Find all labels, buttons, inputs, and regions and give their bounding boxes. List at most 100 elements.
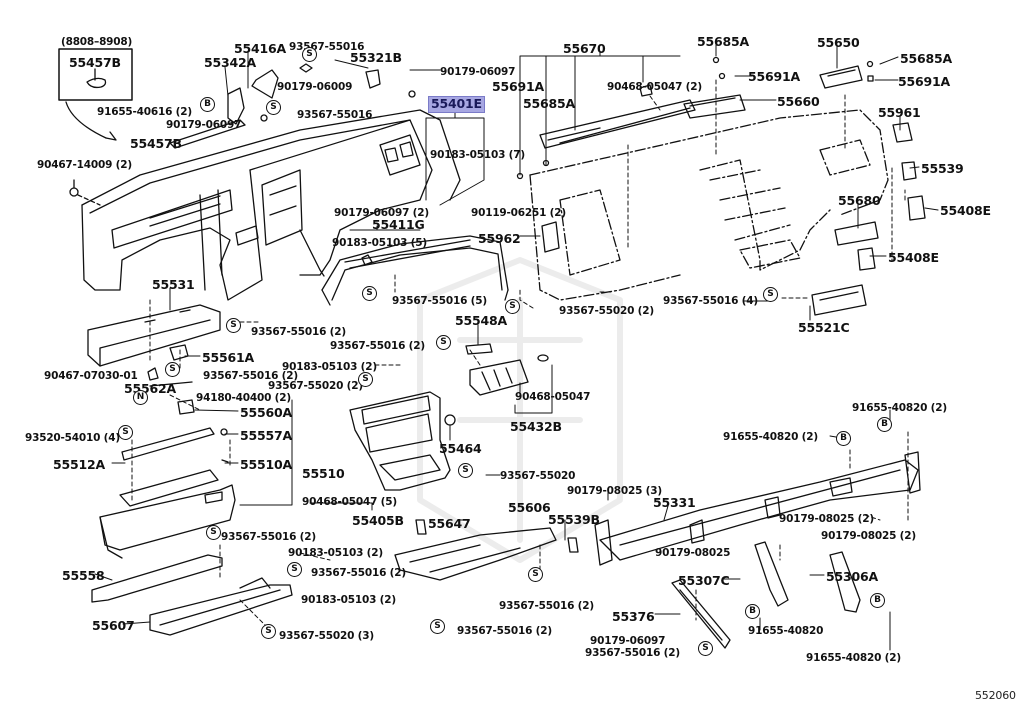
fastener-s-icon: S — [458, 463, 473, 478]
part-label-55521C[interactable]: 55521C — [798, 320, 850, 335]
part-label-55650[interactable]: 55650 — [817, 35, 860, 50]
fastener-s-icon: S — [206, 525, 221, 540]
part-label-93567-55016-h[interactable]: 93567-55016 (2) — [499, 600, 594, 612]
part-label-91655-40820-d[interactable]: 91655-40820 (2) — [806, 652, 901, 664]
part-label-90179-06097-a[interactable]: 90179-06097 — [166, 119, 242, 131]
part-label-93567-55016-e[interactable]: 93567-55016 (2) — [203, 370, 298, 382]
fastener-b-icon: B — [745, 604, 760, 619]
part-label-93567-55020-a[interactable]: 93567-55020 (2) — [559, 305, 654, 317]
upper-left-brackets — [69, 63, 416, 206]
part-label-55606[interactable]: 55606 — [508, 500, 551, 515]
part-label-91655-40616[interactable]: 91655-40616 (2) — [97, 106, 192, 118]
date-range-part-label[interactable]: 55457B — [69, 55, 121, 70]
dashboard-right-body — [529, 109, 889, 301]
part-label-91655-40820-c[interactable]: 91655-40820 — [748, 625, 824, 637]
part-label-93567-55016-i[interactable]: 93567-55016 (2) — [457, 625, 552, 637]
part-label-90183-05103-7[interactable]: 90183-05103 (7) — [430, 149, 525, 161]
part-label-93520-54010[interactable]: 93520-54010 (4) — [25, 432, 120, 444]
part-label-90468-05047-2[interactable]: 90468-05047 (2) — [607, 81, 702, 93]
part-label-93567-55016-f[interactable]: 93567-55016 (2) — [221, 531, 316, 543]
fastener-b-icon: B — [836, 431, 851, 446]
part-label-55691A-b[interactable]: 55691A — [748, 69, 800, 84]
part-label-90179-08025[interactable]: 90179-08025 — [655, 547, 731, 559]
part-label-90179-06097-b[interactable]: 90179-06097 — [440, 66, 516, 78]
part-label-93567-55016-4[interactable]: 93567-55016 (4) — [663, 295, 758, 307]
part-label-55557A[interactable]: 55557A — [240, 428, 292, 443]
part-label-55560A[interactable]: 55560A — [240, 405, 292, 420]
date-range-label: (8808–8908) — [61, 36, 133, 48]
part-label-55408E-b[interactable]: 55408E — [888, 250, 939, 265]
part-label-55558[interactable]: 55558 — [62, 568, 105, 583]
part-label-55416A[interactable]: 55416A — [234, 41, 286, 56]
part-label-90183-05103-2c[interactable]: 90183-05103 (2) — [301, 594, 396, 606]
part-label-55647[interactable]: 55647 — [428, 516, 471, 531]
part-label-90119-06251[interactable]: 90119-06251 (2) — [471, 207, 566, 219]
part-label-93567-55016-5[interactable]: 93567-55016 (5) — [392, 295, 487, 307]
part-label-55539[interactable]: 55539 — [921, 161, 964, 176]
part-label-90179-08025-3[interactable]: 90179-08025 (3) — [567, 485, 662, 497]
center-bezel-55405B — [349, 391, 456, 491]
part-label-55331[interactable]: 55331 — [653, 495, 696, 510]
part-label-91655-40820-b[interactable]: 91655-40820 (2) — [723, 431, 818, 443]
part-label-90183-05103-2a[interactable]: 90183-05103 (2) — [282, 361, 377, 373]
part-label-55562A[interactable]: 55562A — [124, 381, 176, 396]
glove-box-55510 — [99, 381, 236, 559]
part-label-55512A[interactable]: 55512A — [53, 457, 105, 472]
console-switch-panel — [465, 343, 549, 396]
part-label-90179-06009[interactable]: 90179-06009 — [277, 81, 353, 93]
connector-dashes — [131, 79, 909, 631]
part-label-55561A[interactable]: 55561A — [202, 350, 254, 365]
part-label-93567-55020-b[interactable]: 93567-55020 — [500, 470, 576, 482]
part-label-55962[interactable]: 55962 — [478, 231, 521, 246]
part-label-90179-06097-2[interactable]: 90179-06097 (2) — [334, 207, 429, 219]
part-label-55457B-main[interactable]: 55457B — [130, 136, 182, 151]
part-label-55685A-b[interactable]: 55685A — [697, 34, 749, 49]
part-label-55321B[interactable]: 55321B — [350, 50, 402, 65]
part-label-55376[interactable]: 55376 — [612, 609, 655, 624]
part-label-55510A[interactable]: 55510A — [240, 457, 292, 472]
part-label-93567-55020-2[interactable]: 93567-55020 (2) — [268, 380, 363, 392]
part-label-55685A-a[interactable]: 55685A — [523, 96, 575, 111]
part-label-90468-05047-5[interactable]: 90468-05047 (5) — [302, 496, 397, 508]
part-label-55691A-a[interactable]: 55691A — [492, 79, 544, 94]
part-label-55548A[interactable]: 55548A — [455, 313, 507, 328]
part-label-55680[interactable]: 55680 — [838, 193, 881, 208]
part-label-55306A[interactable]: 55306A — [826, 569, 878, 584]
part-label-55691A-c[interactable]: 55691A — [898, 74, 950, 89]
part-label-94180-40400[interactable]: 94180-40400 (2) — [196, 392, 291, 404]
part-label-55531[interactable]: 55531 — [152, 277, 195, 292]
part-label-55342A[interactable]: 55342A — [204, 55, 256, 70]
part-label-55307C[interactable]: 55307C — [678, 573, 730, 588]
part-label-55401E[interactable]: 55401E — [428, 96, 485, 113]
part-label-55408E-a[interactable]: 55408E — [940, 203, 991, 218]
diagram-reference-code: 552060 — [975, 689, 1016, 702]
support-brackets — [671, 541, 861, 649]
part-label-90179-08025-2a[interactable]: 90179-08025 (2) — [779, 513, 874, 525]
part-label-93567-55016-d[interactable]: 93567-55016 (2) — [330, 340, 425, 352]
part-label-55961[interactable]: 55961 — [878, 105, 921, 120]
part-label-93567-55016-b[interactable]: 93567-55016 — [297, 109, 373, 121]
part-label-93567-55016-g[interactable]: 93567-55016 (2) — [311, 567, 406, 579]
part-label-93567-55020-3[interactable]: 93567-55020 (3) — [279, 630, 374, 642]
part-label-91655-40820-a[interactable]: 91655-40820 (2) — [852, 402, 947, 414]
part-label-55607[interactable]: 55607 — [92, 618, 135, 633]
part-label-55670[interactable]: 55670 — [563, 41, 606, 56]
part-label-55685A-c[interactable]: 55685A — [900, 51, 952, 66]
part-label-55464[interactable]: 55464 — [439, 441, 482, 456]
part-label-93567-55016-c[interactable]: 93567-55016 (2) — [251, 326, 346, 338]
part-label-93567-55016-a[interactable]: 93567-55016 — [289, 41, 365, 53]
part-label-90467-14009[interactable]: 90467-14009 (2) — [37, 159, 132, 171]
part-label-55411G[interactable]: 55411G — [372, 217, 425, 232]
part-label-90183-05103-2b[interactable]: 90183-05103 (2) — [288, 547, 383, 559]
part-label-90183-05103-5[interactable]: 90183-05103 (5) — [332, 237, 427, 249]
part-label-93567-55016-j[interactable]: 93567-55016 (2) — [585, 647, 680, 659]
part-label-55660[interactable]: 55660 — [777, 94, 820, 109]
part-label-90468-05047-a[interactable]: 90468-05047 — [515, 391, 591, 403]
part-label-90179-08025-2b[interactable]: 90179-08025 (2) — [821, 530, 916, 542]
part-label-90467-07030[interactable]: 90467-07030-01 — [44, 370, 138, 382]
part-label-55510[interactable]: 55510 — [302, 466, 345, 481]
part-label-55539B[interactable]: 55539B — [548, 512, 600, 527]
part-label-55432B[interactable]: 55432B — [510, 419, 562, 434]
part-label-55405B[interactable]: 55405B — [352, 513, 404, 528]
part-label-90179-06097-c[interactable]: 90179-06097 — [590, 635, 666, 647]
